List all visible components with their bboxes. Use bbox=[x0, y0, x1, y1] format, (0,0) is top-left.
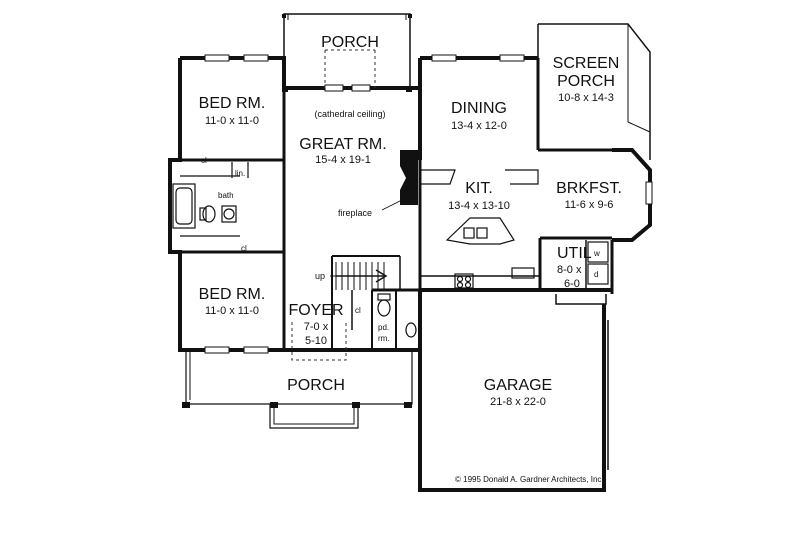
bath-label: bath bbox=[218, 191, 234, 200]
cathedral-ceiling-note: (cathedral ceiling) bbox=[314, 109, 385, 119]
porch-top-label: PORCH bbox=[321, 34, 379, 51]
washer-label: w bbox=[593, 249, 600, 258]
laundry bbox=[587, 241, 609, 285]
bed-top-dims: 11-0 x 11-0 bbox=[205, 115, 259, 127]
powder-fixtures bbox=[377, 293, 417, 338]
brkfst-label: BRKFST. bbox=[556, 180, 622, 197]
kit-label: KIT. bbox=[465, 180, 493, 197]
kitchen-fixtures bbox=[420, 169, 539, 289]
bed-top-label: BED RM. bbox=[199, 95, 266, 112]
garage-label: GARAGE bbox=[484, 377, 552, 394]
cl-foyer-label: cl bbox=[355, 306, 361, 315]
util-label: UTIL bbox=[557, 245, 592, 262]
pd-rm-label-1: pd. bbox=[378, 323, 389, 332]
brkfst-dims: 11-6 x 9-6 bbox=[565, 199, 614, 211]
bed-bottom-label: BED RM. bbox=[199, 286, 266, 303]
fireplace bbox=[400, 150, 418, 205]
columns bbox=[182, 14, 412, 408]
great-room-dims: 15-4 x 19-1 bbox=[315, 154, 371, 166]
dashed-lines bbox=[291, 49, 376, 361]
porch-bottom-label: PORCH bbox=[287, 377, 345, 394]
fireplace-label: fireplace bbox=[338, 208, 372, 218]
bed-bottom-dims: 11-0 x 11-0 bbox=[205, 305, 259, 317]
dryer-label: d bbox=[594, 270, 598, 279]
screen-porch-label-2: PORCH bbox=[557, 73, 615, 90]
bath-fixtures bbox=[172, 162, 249, 237]
foyer-dims-2: 5-10 bbox=[305, 335, 327, 347]
cl-top-label: cl bbox=[201, 156, 207, 165]
util-dims-2: 6-0 bbox=[564, 278, 580, 290]
dining-dims: 13-4 x 12-0 bbox=[451, 120, 507, 132]
copyright-text: © 1995 Donald A. Gardner Architects, Inc… bbox=[455, 475, 604, 484]
up-label: up bbox=[315, 271, 325, 281]
stairs bbox=[330, 262, 388, 290]
screen-porch-label-1: SCREEN bbox=[553, 55, 620, 72]
great-room-label: GREAT RM. bbox=[299, 136, 386, 153]
windows bbox=[204, 54, 653, 354]
foyer-label: FOYER bbox=[288, 302, 343, 319]
kit-dims: 13-4 x 13-10 bbox=[448, 200, 510, 212]
foyer-dims-1: 7-0 x bbox=[304, 321, 329, 333]
lin-label: lin. bbox=[235, 169, 245, 178]
garage-dims: 21-8 x 22-0 bbox=[490, 396, 546, 408]
screen-porch-dims: 10-8 x 14-3 bbox=[558, 92, 614, 104]
util-dims-1: 8-0 x bbox=[557, 264, 582, 276]
pd-rm-label-2: rm. bbox=[378, 334, 390, 343]
dining-label: DINING bbox=[451, 100, 507, 117]
cl-bottom-label: cl bbox=[241, 244, 247, 253]
